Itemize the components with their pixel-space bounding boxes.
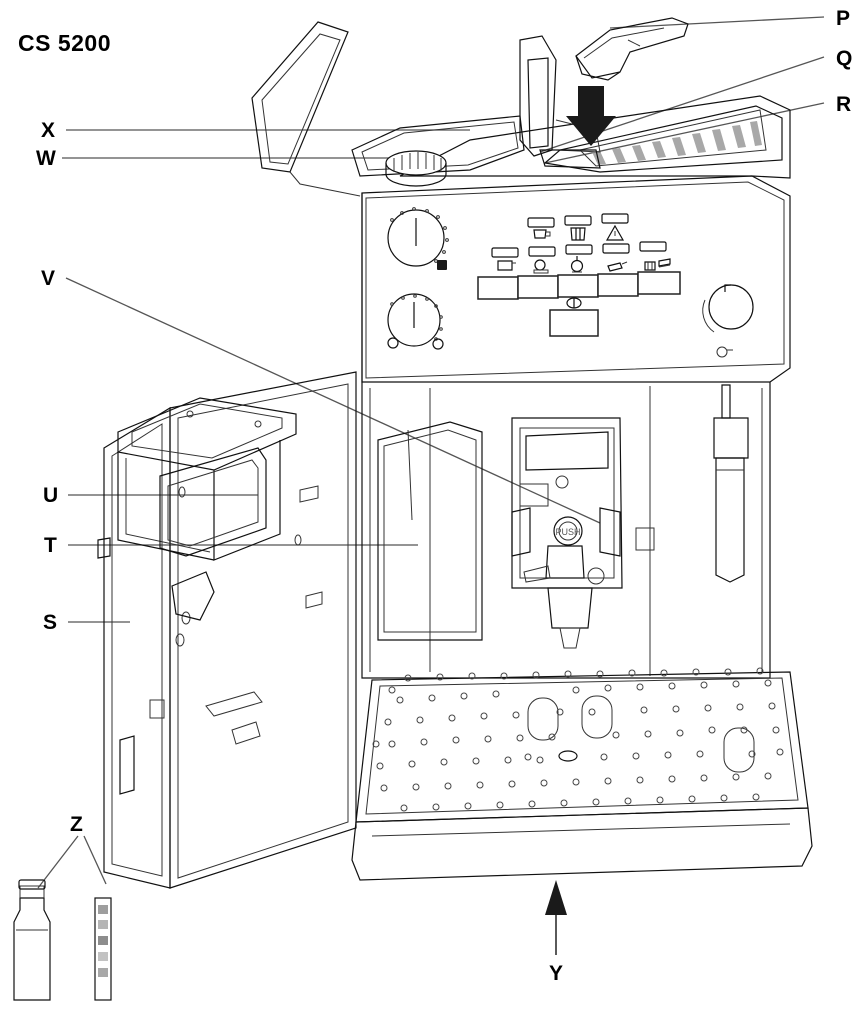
water-tank-icon bbox=[570, 256, 584, 273]
callout-label-U: U bbox=[43, 484, 59, 507]
empty-drip-tray-icon bbox=[497, 260, 516, 271]
water-tank bbox=[377, 421, 483, 641]
small-cup-icon bbox=[533, 229, 551, 239]
callout-label-P: P bbox=[836, 7, 851, 30]
accessories bbox=[13, 879, 112, 1001]
power-icon bbox=[566, 297, 582, 309]
control-panel bbox=[387, 207, 681, 350]
leader-lines bbox=[37, 16, 825, 889]
cup-warmer-grill bbox=[579, 109, 767, 167]
descaler-bottle bbox=[13, 879, 51, 1001]
button-row bbox=[477, 271, 681, 300]
grind-adjust-knob bbox=[385, 150, 447, 187]
svg-text:PUSH: PUSH bbox=[555, 527, 580, 537]
callout-label-Y: Y bbox=[549, 962, 564, 985]
push-button: PUSH bbox=[553, 516, 583, 546]
brew-group: PUSH bbox=[511, 417, 623, 649]
callout-label-T: T bbox=[44, 534, 57, 557]
coffee-strength-dial bbox=[387, 293, 444, 350]
bean-hopper-lid bbox=[251, 21, 361, 197]
callout-label-R: R bbox=[836, 93, 852, 116]
test-strip bbox=[94, 897, 112, 1001]
warning-triangle-icon bbox=[605, 224, 625, 241]
machine-body: PUSH bbox=[97, 17, 813, 889]
insert-arrow bbox=[566, 86, 616, 146]
grounds-drawer-icon bbox=[533, 259, 549, 274]
grounds-drawer bbox=[117, 397, 297, 647]
callout-label-Q: Q bbox=[836, 47, 853, 70]
beans-and-ground-icon bbox=[644, 258, 671, 271]
model-title: CS 5200 bbox=[18, 30, 112, 56]
measuring-scoop bbox=[575, 17, 689, 81]
indicator-lights-upper bbox=[527, 213, 629, 241]
callout-label-S: S bbox=[43, 611, 58, 634]
indicator-lights-lower bbox=[491, 241, 671, 274]
drip-tray-arrow bbox=[545, 880, 567, 955]
service-door bbox=[97, 371, 357, 889]
coffee-quantity-dial bbox=[387, 207, 449, 270]
callout-label-Z: Z bbox=[70, 813, 83, 836]
callout-label-W: W bbox=[36, 147, 56, 170]
large-cup-icon bbox=[570, 227, 586, 241]
power-button bbox=[549, 297, 599, 337]
descale-icon bbox=[607, 261, 628, 272]
callout-label-V: V bbox=[41, 267, 56, 290]
preground-funnel bbox=[519, 35, 601, 169]
drip-tray bbox=[351, 667, 813, 881]
callout-label-X: X bbox=[41, 119, 56, 142]
bean-container bbox=[351, 115, 525, 177]
steam-knob bbox=[702, 284, 754, 358]
steam-wand bbox=[713, 384, 749, 583]
